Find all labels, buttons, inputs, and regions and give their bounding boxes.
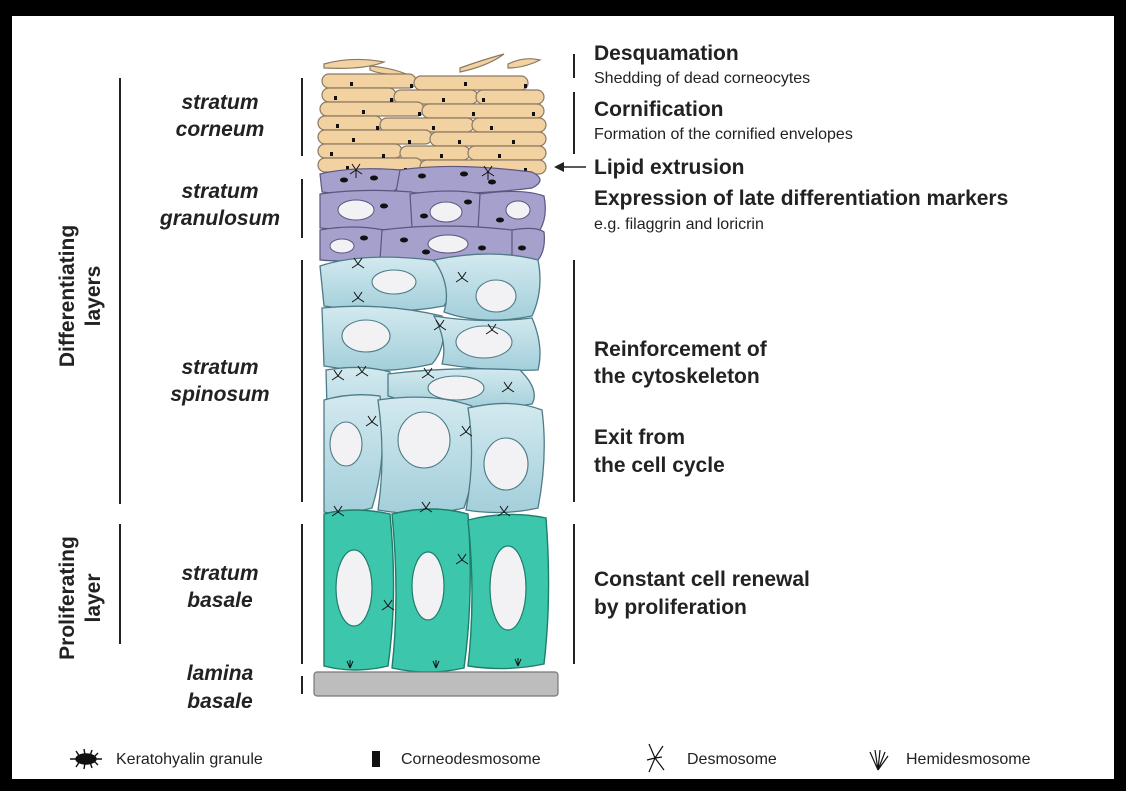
layer-basale-line2: basale	[187, 589, 253, 612]
side-label-differentiating: Differentiating layers	[56, 78, 120, 504]
legend-keratohyalin-label: Keratohyalin granule	[116, 751, 263, 768]
side-label-differentiating-line1: Differentiating	[56, 225, 79, 367]
keratohyalin-granule-icon	[70, 749, 102, 769]
arrow-left-icon	[554, 162, 564, 172]
legend-corneodesmosome-label: Corneodesmosome	[401, 751, 541, 768]
layer-lamina-line2: basale	[187, 690, 253, 713]
desquamation-title: Desquamation	[594, 42, 739, 65]
layer-spinosum-line1: stratum	[181, 356, 258, 379]
process-cornification: Cornification Formation of the cornified…	[574, 92, 853, 154]
legend-corneodesmosome: Corneodesmosome	[372, 751, 541, 768]
diagram-frame: Differentiating layers Proliferating lay…	[12, 16, 1114, 779]
cytoskeleton-line1: Reinforcement of	[594, 338, 768, 361]
legend-desmosome-label: Desmosome	[687, 751, 777, 768]
cell-cycle-line1: Exit from	[594, 426, 685, 449]
renewal-line2: by proliferation	[594, 596, 747, 619]
layer-label-granulosum: stratum granulosum	[159, 179, 302, 238]
renewal-line1: Constant cell renewal	[594, 568, 810, 591]
legend-hemidesmosome: Hemidesmosome	[870, 750, 1031, 770]
legend: Keratohyalin granule Corneodesmosome Des…	[70, 744, 1031, 772]
cornification-subtitle: Formation of the cornified envelopes	[594, 126, 853, 143]
layer-label-basale: stratum basale	[181, 524, 302, 664]
side-label-proliferating-line1: Proliferating	[56, 536, 79, 660]
side-label-differentiating-line2: layers	[82, 266, 105, 327]
desquamation-subtitle: Shedding of dead corneocytes	[594, 70, 810, 87]
layer-basale-line1: stratum	[181, 562, 258, 585]
legend-desmosome: Desmosome	[647, 744, 777, 772]
corneodesmosome-icon	[372, 751, 380, 767]
stratum-corneum-cells	[318, 54, 546, 174]
process-desquamation: Desquamation Shedding of dead corneocyte…	[574, 42, 810, 87]
lipid-extrusion-title: Lipid extrusion	[594, 156, 745, 179]
process-renewal: Constant cell renewal by proliferation	[574, 524, 810, 664]
late-markers-title: Expression of late differentiation marke…	[594, 187, 1008, 210]
layer-label-spinosum: stratum spinosum	[170, 260, 302, 502]
cornification-title: Cornification	[594, 98, 724, 121]
cell-cycle-line2: the cell cycle	[594, 454, 725, 477]
layer-label-corneum: stratum corneum	[176, 78, 302, 156]
layer-lamina-line1: lamina	[187, 662, 254, 685]
layer-label-lamina: lamina basale	[187, 662, 302, 713]
process-cell-cycle: Exit from the cell cycle	[594, 426, 725, 477]
side-label-proliferating: Proliferating layer	[56, 524, 120, 660]
process-late-markers: Expression of late differentiation marke…	[594, 187, 1008, 233]
desmosome-icon	[647, 744, 664, 772]
legend-keratohyalin: Keratohyalin granule	[70, 749, 263, 769]
layer-granulosum-line2: granulosum	[159, 207, 280, 230]
side-label-proliferating-line2: layer	[82, 573, 105, 622]
hemidesmosome-icon	[870, 750, 888, 770]
lamina-basale-membrane	[314, 672, 558, 696]
layer-corneum-line1: stratum	[181, 91, 258, 114]
legend-hemidesmosome-label: Hemidesmosome	[906, 751, 1031, 768]
basale-nuclei	[336, 546, 526, 630]
process-lipid-extrusion: Lipid extrusion	[554, 156, 745, 179]
cytoskeleton-line2: the cytoskeleton	[594, 365, 760, 388]
layer-corneum-line2: corneum	[176, 118, 265, 141]
layer-spinosum-line2: spinosum	[170, 383, 269, 406]
epidermis-diagram: Differentiating layers Proliferating lay…	[12, 16, 1114, 779]
layer-granulosum-line1: stratum	[181, 180, 258, 203]
late-markers-subtitle: e.g. filaggrin and loricrin	[594, 216, 764, 233]
